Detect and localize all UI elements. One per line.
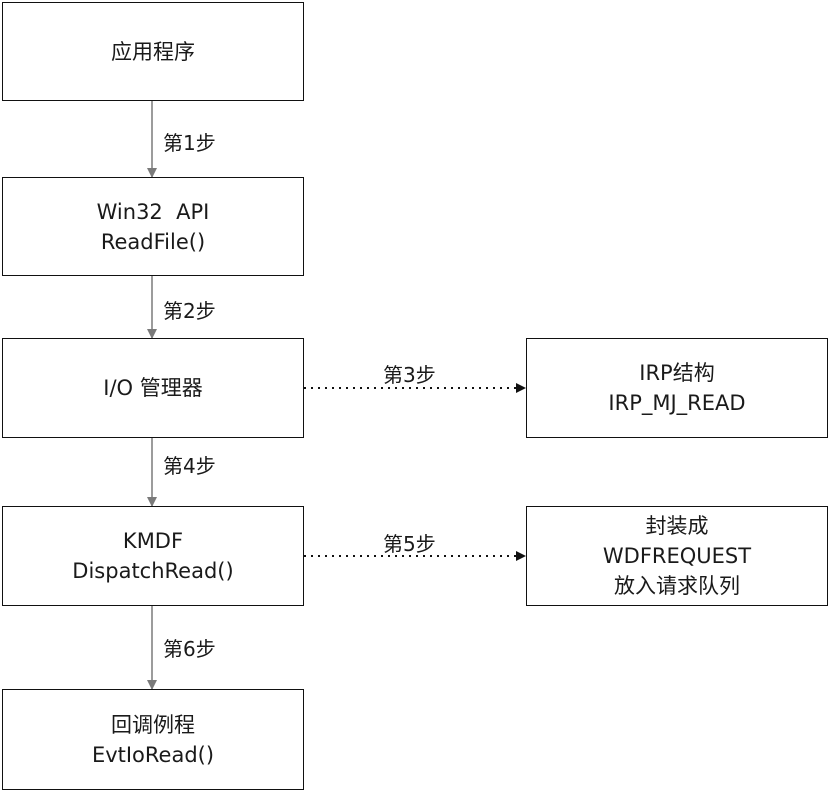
- application-label: 应用程序: [111, 39, 195, 64]
- callback-box: 回调例程 EvtIoRead(): [2, 689, 304, 790]
- evtioread-label: EvtIoRead(): [91, 742, 215, 767]
- win32-api-box: Win32 API ReadFile(): [2, 177, 304, 276]
- irp-box: IRP结构 IRP_MJ_READ: [526, 338, 828, 438]
- irp-structure-label: IRP结构: [639, 361, 715, 385]
- irp-mj-read-label: IRP_MJ_READ: [608, 391, 746, 415]
- step-4-label: 第4步: [163, 454, 216, 478]
- io-manager-label: I/O 管理器: [103, 376, 203, 400]
- dispatchread-label: DispatchRead(): [72, 559, 234, 583]
- kmdf-box: KMDF DispatchRead(): [2, 506, 304, 606]
- step-6-label: 第6步: [163, 637, 216, 661]
- readfile-label: ReadFile(): [100, 229, 206, 254]
- io-manager-box: I/O 管理器: [2, 338, 304, 438]
- step-3-label: 第3步: [383, 363, 436, 387]
- application-box: 应用程序: [2, 2, 304, 101]
- callback-label: 回调例程: [111, 712, 195, 737]
- wdfrequest-box: 封装成 WDFREQUEST 放入请求队列: [526, 506, 828, 606]
- kmdf-label: KMDF: [122, 529, 184, 553]
- step-1-label: 第1步: [163, 131, 216, 155]
- queue-label: 放入请求队列: [614, 574, 740, 598]
- wdfrequest-label: WDFREQUEST: [602, 544, 752, 568]
- step-5-label: 第5步: [383, 532, 436, 556]
- wrap-label: 封装成: [645, 514, 709, 538]
- win32-api-label: Win32 API: [96, 199, 210, 224]
- step-2-label: 第2步: [163, 299, 216, 323]
